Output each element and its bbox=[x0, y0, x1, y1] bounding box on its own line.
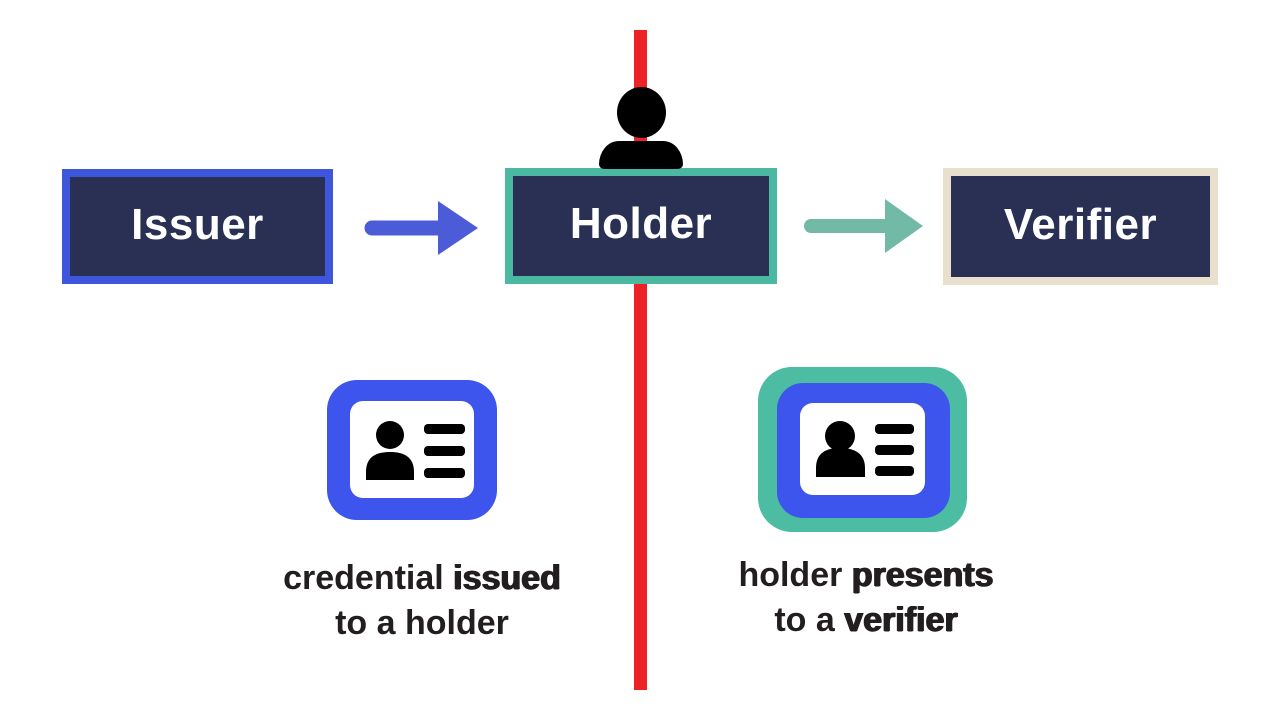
present-caption-line1: holder presents bbox=[738, 556, 994, 594]
issuer-label: Issuer bbox=[131, 199, 264, 249]
issue-caption-line2: to a holder bbox=[335, 604, 509, 642]
issue-caption: credential issued to a holder bbox=[232, 556, 612, 646]
credential-card-presented-icon bbox=[758, 367, 967, 532]
holder-box: Holder bbox=[505, 168, 777, 284]
person-head bbox=[617, 87, 666, 138]
issue-caption-line1: credential issued bbox=[283, 559, 561, 597]
present-arrow-icon bbox=[804, 199, 923, 253]
issue-arrow-icon bbox=[364, 201, 478, 255]
present-caption-line2: to a verifier bbox=[774, 601, 958, 639]
present-caption: holder presents to a verifier bbox=[676, 553, 1056, 643]
issuer-box: Issuer bbox=[62, 169, 333, 284]
verifier-label: Verifier bbox=[1003, 199, 1158, 249]
holder-label: Holder bbox=[569, 199, 713, 248]
verifier-box: Verifier bbox=[943, 168, 1218, 285]
person-shoulders bbox=[599, 141, 683, 169]
credential-card-issued-icon bbox=[327, 380, 497, 520]
